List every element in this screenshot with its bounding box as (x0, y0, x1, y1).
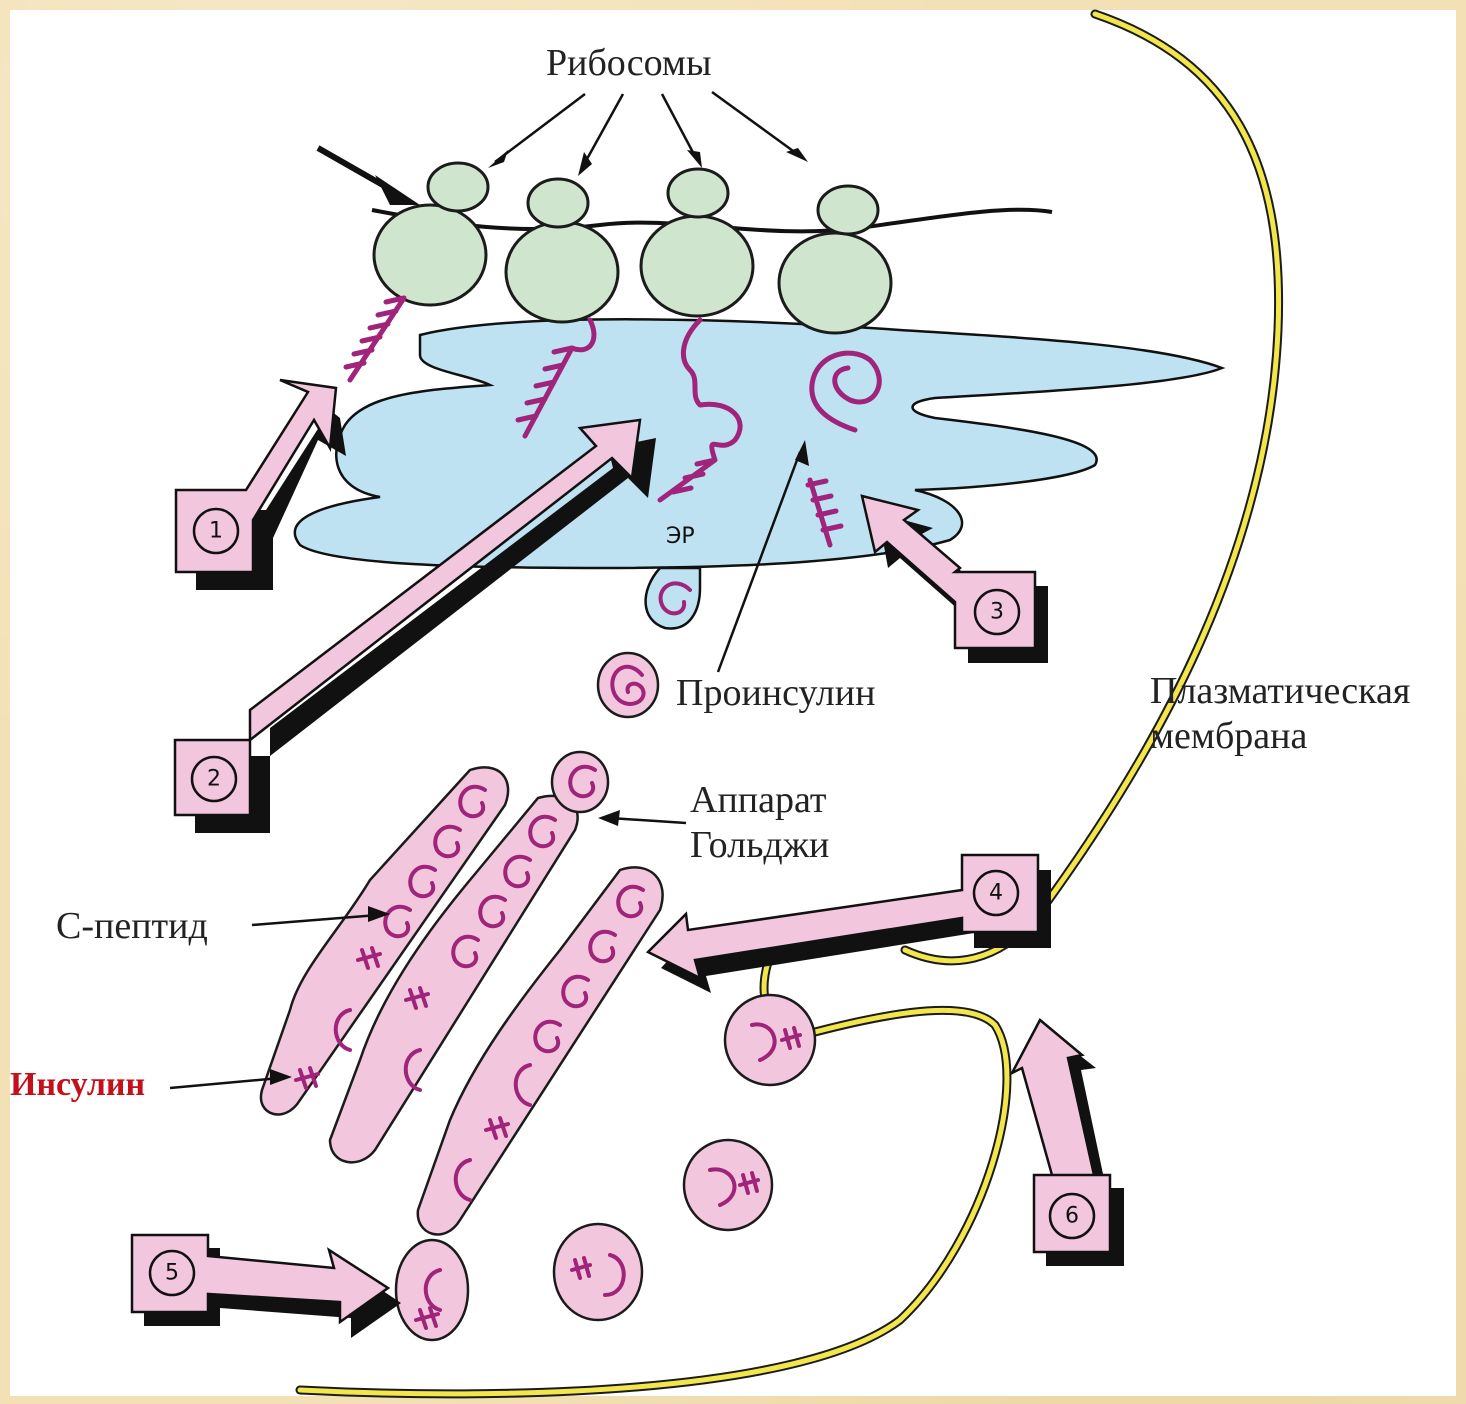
proinsulin-vesicle (598, 653, 658, 717)
er-label: ЭР (666, 524, 695, 549)
ribosome-small-subunit (818, 186, 878, 234)
ribosomes-label: Рибосомы (546, 42, 711, 84)
ribosome-pointers (488, 92, 808, 176)
plasma-membrane-label-line2: мембрана (1150, 715, 1307, 757)
golgi-label-line1: Аппарат (690, 779, 827, 821)
c-peptide-label: С-пептид (56, 905, 208, 947)
ribosome-small-subunit (668, 169, 728, 217)
proinsulin-label: Проинсулин (676, 672, 875, 714)
ribosome-small-subunit (428, 163, 488, 211)
ribosome-large-subunit (506, 222, 618, 322)
secretory-granules (554, 995, 815, 1320)
golgi-pointer (598, 810, 686, 826)
insulin-label: Инсулин (10, 1066, 145, 1103)
step-5-number: 5 (165, 1261, 179, 1286)
step-4-arrow: 4 (648, 855, 1051, 993)
ribosome-large-subunit (374, 205, 486, 305)
step-1-arrow: 1 (176, 380, 346, 590)
step-4-number: 4 (989, 881, 1003, 906)
golgi-label-line2: Гольджи (690, 824, 829, 866)
ribosome-large-subunit (641, 216, 753, 316)
step-3-number: 3 (990, 600, 1004, 625)
step-2-number: 2 (207, 767, 221, 792)
ribosome-large-subunit (779, 233, 891, 333)
mrna-direction-arrow (318, 148, 420, 205)
step-5-arrow: 5 (132, 1235, 401, 1338)
step-6-number: 6 (1065, 1204, 1079, 1229)
plasma-membrane-label-line1: Плазматическая (1150, 670, 1410, 712)
ribosomes (374, 163, 891, 333)
step-6-arrow: 6 (1012, 1020, 1124, 1266)
ribosome-small-subunit (528, 179, 588, 227)
step-1-number: 1 (209, 519, 223, 544)
